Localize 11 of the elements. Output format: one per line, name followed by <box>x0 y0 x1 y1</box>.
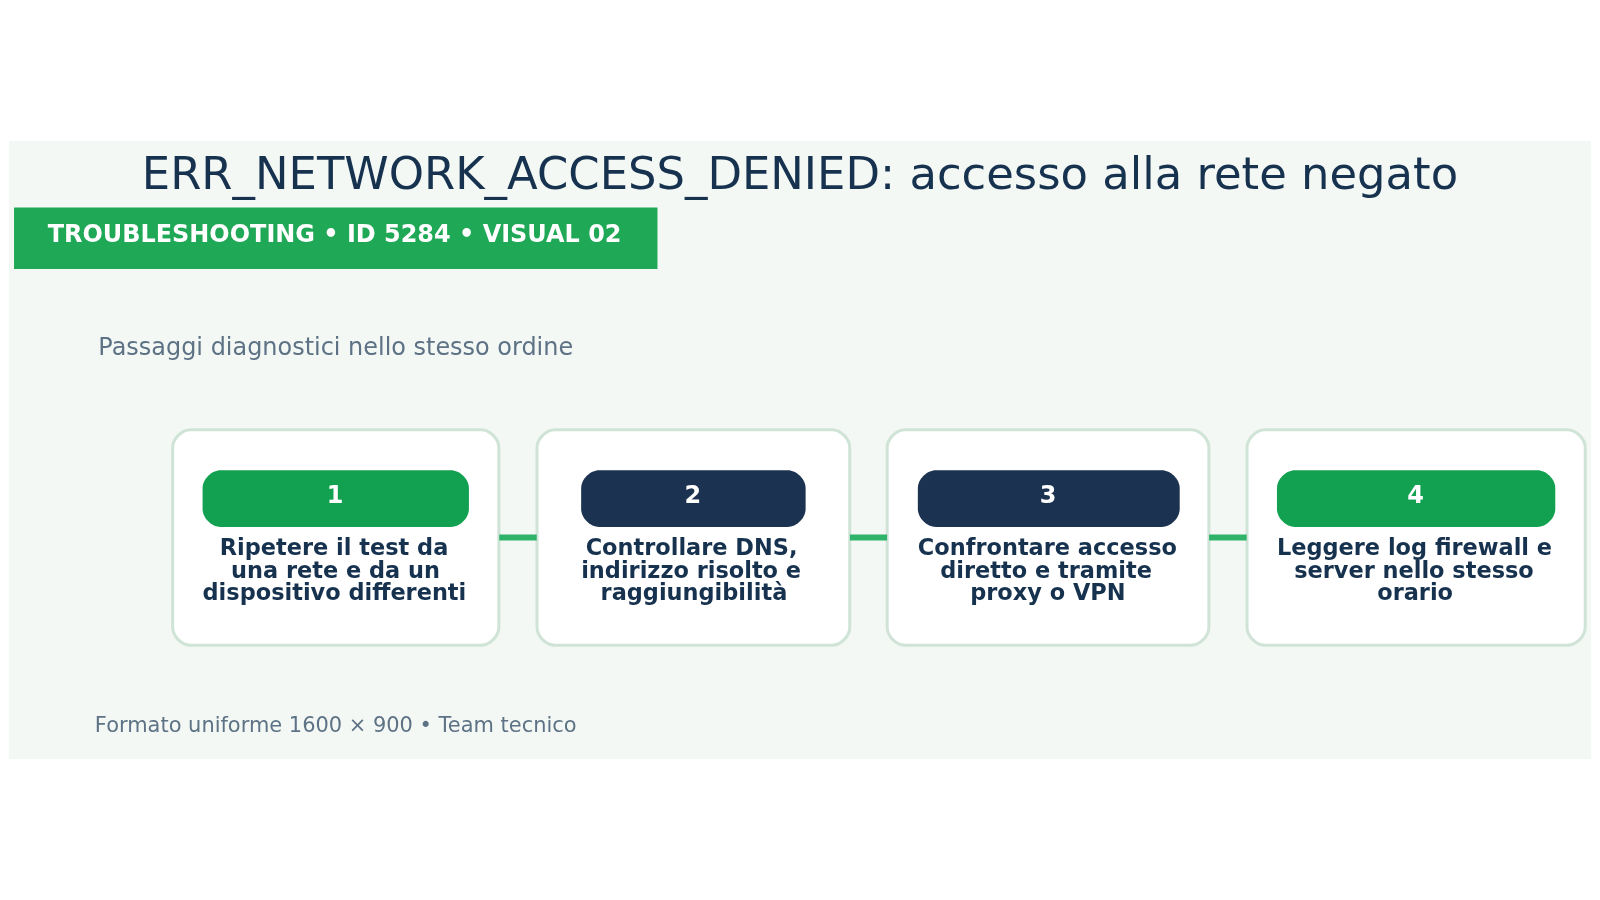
label: Formato uniforme 1600 × 900 • Team tecnico <box>94 712 577 737</box>
node-box: 3 Confrontare accesso diretto e tramite proxy o VPN <box>885 428 1211 647</box>
label: TROUBLESHOOTING • ID 5284 • VISUAL 02 <box>47 220 622 249</box>
node-box: 4 Leggere log firewall e server nello stesso orario <box>1245 428 1587 647</box>
connector <box>499 534 537 541</box>
connector <box>849 534 888 541</box>
label: Passaggi diagnostici nello stesso ordine <box>98 332 574 361</box>
diagram-title: ERR_NETWORK_ACCESS_DENIED: accesso alla rete negato <box>141 146 1459 200</box>
node-box: 2 Controllare DNS, indirizzo risolto e raggiungibilità <box>535 428 852 647</box>
node-box: 1 Ripetere il test da una rete e da un dispositivo differenti <box>171 428 501 647</box>
connector <box>1209 534 1247 541</box>
